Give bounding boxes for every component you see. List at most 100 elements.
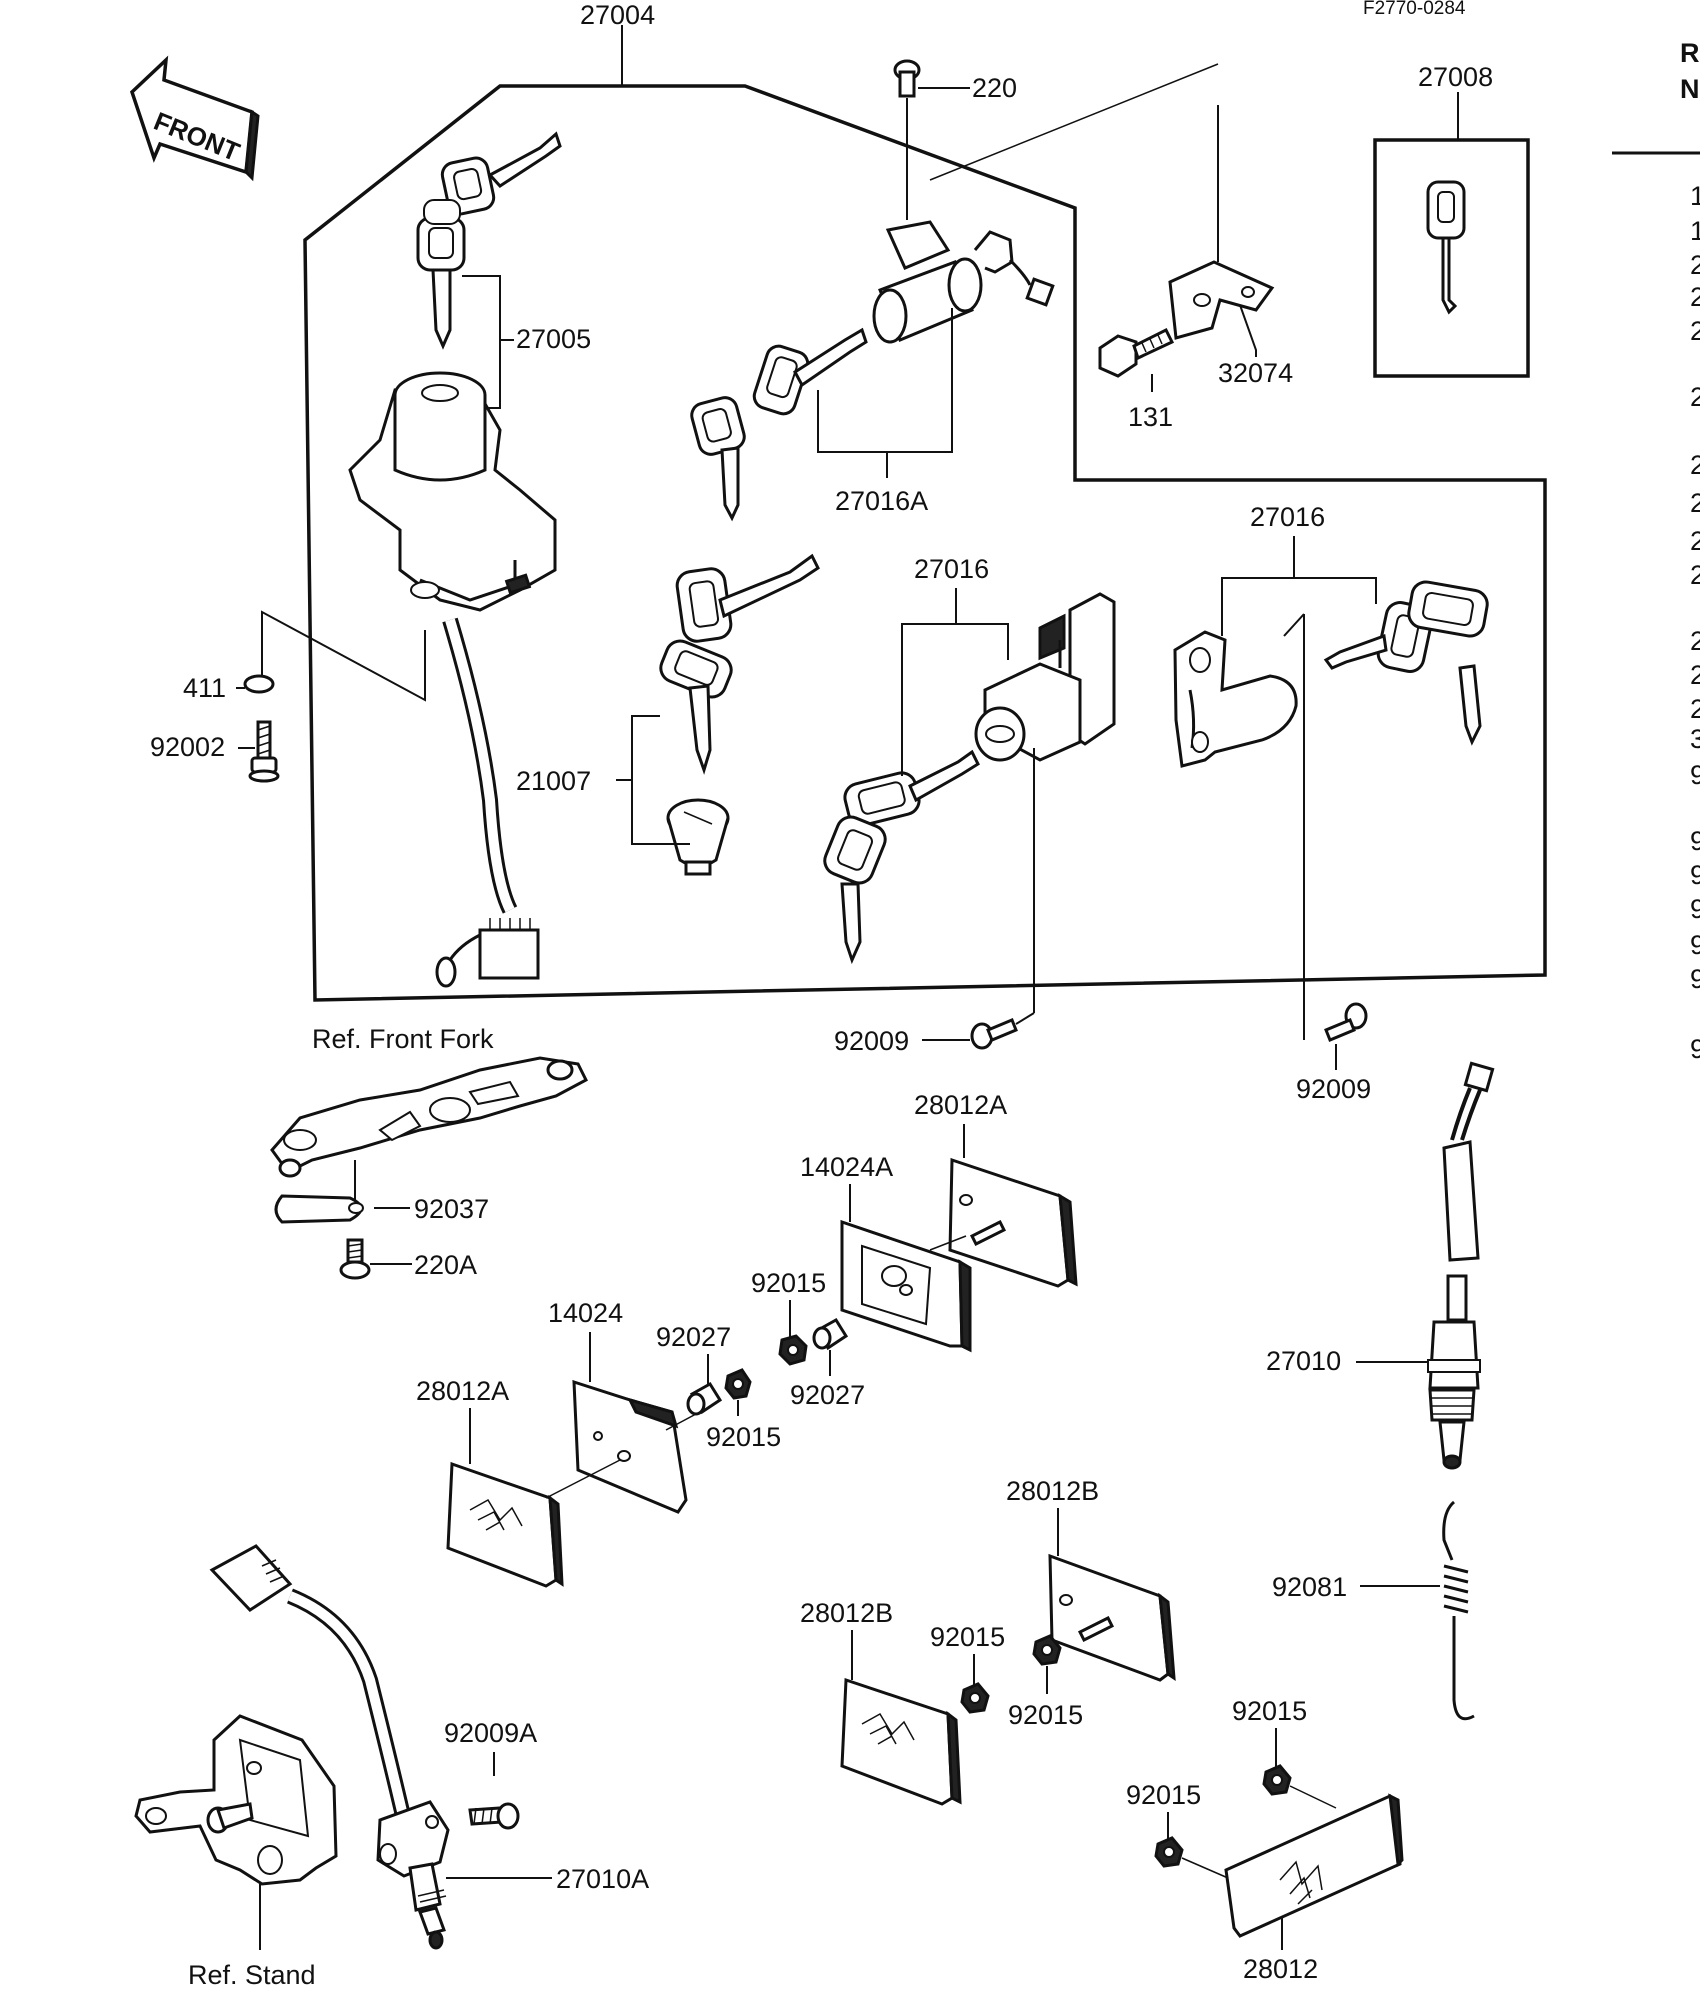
label-28012B-left: 28012B	[800, 1598, 893, 1628]
key-blank-icon	[1426, 180, 1466, 315]
label-92015-a: 92015	[751, 1268, 826, 1298]
leader-27016A	[817, 308, 953, 453]
leader-32074-dash	[929, 63, 1219, 181]
label-27004: 27004	[580, 0, 655, 30]
side-column-digit: 2	[1690, 450, 1700, 480]
label-27005: 27005	[516, 324, 591, 354]
side-column-digit: 2	[1690, 626, 1700, 656]
key-box-27008	[1373, 138, 1530, 378]
label-32074: 32074	[1218, 358, 1293, 388]
ignition-connector-icon	[435, 918, 540, 988]
reflector-28012B-top-icon	[1048, 1553, 1176, 1682]
side-column-digit: 2	[1690, 316, 1700, 346]
side-column-digit: 9	[1690, 930, 1700, 960]
cap-keys-icon	[659, 553, 820, 775]
label-28012B-top: 28012B	[1006, 1476, 1099, 1506]
side-column-head-r: R	[1680, 38, 1700, 68]
screw-92009A-icon	[468, 1802, 520, 1830]
side-column-digit: 9	[1690, 760, 1700, 790]
label-92015-b: 92015	[706, 1422, 781, 1452]
label-220: 220	[972, 73, 1017, 103]
label-28012: 28012	[1243, 1954, 1318, 1984]
lock-cylinder-21007-icon	[666, 798, 730, 876]
nut-92015-d-icon	[1032, 1634, 1062, 1666]
label-28012A-left: 28012A	[416, 1376, 509, 1406]
seat-lock-icon	[872, 220, 1055, 344]
clamp-92037-icon	[274, 1194, 364, 1224]
reflector-28012-icon	[1224, 1793, 1404, 1938]
ignition-keys-icon	[416, 131, 562, 350]
helmet-lock-mid-icon	[974, 592, 1116, 762]
side-column-digit: 9	[1690, 964, 1700, 994]
front-fork-bracket-icon	[270, 1056, 588, 1178]
side-column-digit: 3	[1690, 724, 1700, 754]
ignition-switch-icon	[348, 371, 557, 612]
reflector-bracket-14024A-icon	[840, 1219, 972, 1353]
helmet-lock-mid-keys-icon	[823, 749, 980, 965]
leader-14024A-link	[929, 1235, 967, 1251]
side-column-digit: 1	[1690, 216, 1700, 246]
leader-92015-f-link	[1181, 1857, 1229, 1879]
leader-14024-link	[665, 1413, 697, 1431]
washer-411-icon	[243, 674, 275, 694]
bracket-32074-icon	[1168, 260, 1275, 340]
side-column-digit: 2	[1690, 660, 1700, 690]
label-92009A: 92009A	[444, 1718, 537, 1748]
side-column-digit: 2	[1690, 488, 1700, 518]
label-14024: 14024	[548, 1298, 623, 1328]
label-92027-b: 92027	[656, 1322, 731, 1352]
nut-92015-f-icon	[1154, 1836, 1184, 1868]
side-column-digit: 1	[1690, 181, 1700, 211]
label-27016-mid: 27016	[914, 554, 989, 584]
reflector-28012A-top-icon	[948, 1157, 1078, 1288]
label-27016-right: 27016	[1250, 502, 1325, 532]
label-27010A: 27010A	[556, 1864, 649, 1894]
label-92015-d: 92015	[1008, 1700, 1083, 1730]
side-column-digit: 2	[1690, 526, 1700, 556]
side-column-digit: 9	[1690, 826, 1700, 856]
stand-bracket-icon	[134, 1714, 338, 1886]
leader-92015-e-link	[1289, 1785, 1337, 1809]
leader-32074	[1239, 304, 1257, 357]
leader-411-92002-bracket	[261, 610, 426, 702]
label-92009-mid: 92009	[834, 1026, 909, 1056]
label-92081: 92081	[1272, 1572, 1347, 1602]
seat-lock-keys-icon	[690, 327, 868, 522]
kit-frame-27004	[303, 84, 1547, 1002]
label-220A: 220A	[414, 1250, 477, 1280]
side-column-digit: 2	[1690, 250, 1700, 280]
label-92002: 92002	[150, 732, 225, 762]
bolt-131-icon	[1098, 327, 1175, 378]
leader-28012A-left-link	[545, 1459, 621, 1499]
screw-220A-icon	[339, 1238, 371, 1280]
label-92015-e: 92015	[1232, 1696, 1307, 1726]
label-92027-a: 92027	[790, 1380, 865, 1410]
label-28012A-top: 28012A	[914, 1090, 1007, 1120]
label-27008: 27008	[1418, 62, 1493, 92]
nut-92015-a-icon	[778, 1334, 808, 1366]
label-131: 131	[1128, 402, 1173, 432]
front-arrow-icon: FRONT	[129, 55, 260, 182]
side-column-digit: 2	[1690, 694, 1700, 724]
leader-27016-right-link	[1283, 613, 1305, 637]
side-column-digit: 2	[1690, 282, 1700, 312]
side-column-digit: 2	[1690, 382, 1700, 412]
helmet-lock-right-icon	[1173, 630, 1298, 768]
side-column-digit: 2	[1690, 560, 1700, 590]
label-92015-c: 92015	[930, 1622, 1005, 1652]
ref-stand: Ref. Stand	[188, 1960, 316, 1990]
screw-220-icon	[893, 59, 921, 98]
reflector-28012A-left-icon	[446, 1461, 564, 1588]
reflector-bracket-14024-icon	[572, 1379, 688, 1514]
label-21007: 21007	[516, 766, 591, 796]
label-92037: 92037	[414, 1194, 489, 1224]
reflector-28012B-left-icon	[840, 1677, 962, 1806]
side-column-head-n: N	[1680, 74, 1700, 104]
ref-front-fork: Ref. Front Fork	[312, 1024, 494, 1054]
side-column-digit: 9	[1690, 894, 1700, 924]
label-411: 411	[183, 673, 226, 703]
side-column-digit: 9	[1690, 1034, 1700, 1064]
collar-92027-a-icon	[812, 1317, 849, 1351]
